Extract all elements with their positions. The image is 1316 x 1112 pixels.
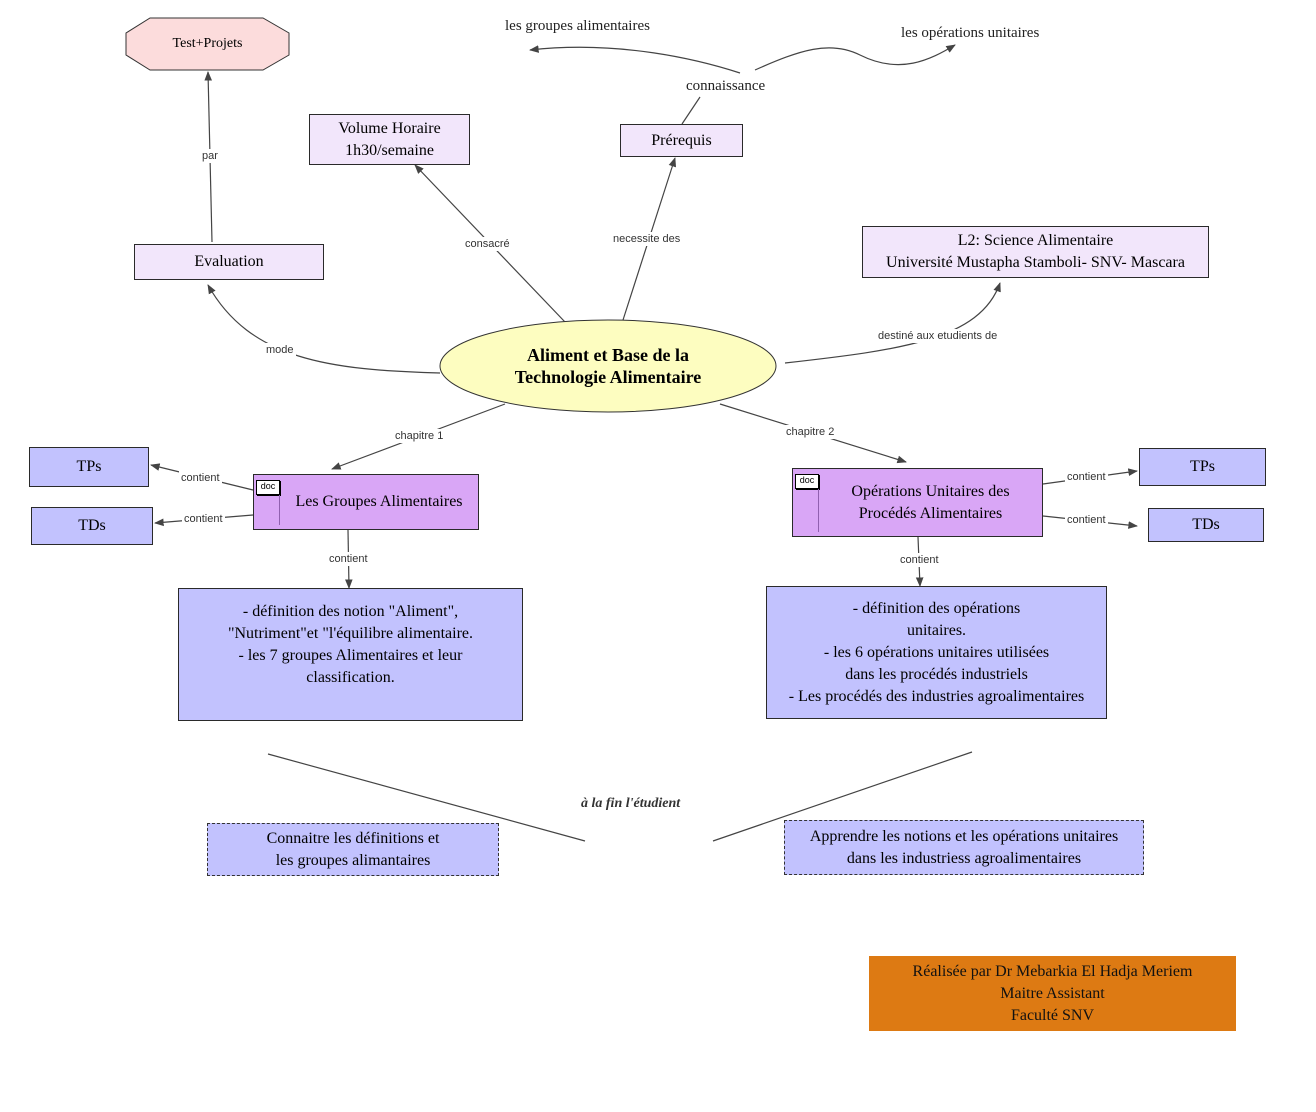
doc-separator [279,495,280,525]
node-tps-left[interactable]: TPs [29,447,149,487]
author-line1: Réalisée par Dr Mebarkia El Hadja Meriem [912,962,1193,980]
content-left-line1: - définition des notion "Aliment", [242,603,459,620]
node-l2-line1: L2: Science Alimentaire [957,232,1114,249]
outcome-left-line2: les groupes alimantaires [275,851,431,869]
outcome-right-line2: dans les industriess agroalimentaires [846,849,1082,867]
node-groupes-alimentaires[interactable]: doc Les Groupes Alimentaires [253,474,479,530]
node-tps-right-label: TPs [1190,458,1215,475]
node-author[interactable]: Réalisée par Dr Mebarkia El Hadja Meriem… [869,956,1236,1031]
node-content-right[interactable]: - définition des opérations unitaires. -… [766,586,1107,719]
node-outcome-left[interactable]: Connaitre les définitions et les groupes… [207,823,499,876]
content-left-line3: - les 7 groupes Alimentaires et leur [238,647,463,664]
node-tds-left-label: TDs [78,517,106,534]
label-contient-tps-right: contient [1065,470,1108,484]
node-volume-horaire[interactable]: Volume Horaire 1h30/semaine [309,114,470,165]
label-contient-down-left: contient [327,552,370,566]
label-necessite: necessite des [611,232,683,246]
node-evaluation[interactable]: Evaluation [134,244,324,280]
node-central[interactable]: Aliment et Base de la Technologie Alimen… [440,320,776,412]
doc-icon[interactable]: doc [256,480,280,495]
node-tds-right[interactable]: TDs [1148,508,1264,542]
node-central-line1: Aliment et Base de la [527,345,689,365]
doc-icon[interactable]: doc [795,474,819,489]
node-operations-line2: Procédés Alimentaires [858,504,1003,522]
node-tps-right[interactable]: TPs [1139,448,1266,486]
link-connaissance-right [754,44,956,71]
node-tds-right-label: TDs [1192,516,1220,533]
node-evaluation-label: Evaluation [194,253,264,270]
content-right-line3: - les 6 opérations unitaires utilisées [823,643,1050,661]
node-tps-left-label: TPs [76,458,102,475]
node-volume-horaire-line2: 1h30/semaine [345,141,434,159]
content-left-line4: classification. [306,669,395,686]
content-right-line2: unitaires. [906,621,967,639]
text-groupes-alimentaires[interactable]: les groupes alimentaires [505,18,650,34]
text-connaissance[interactable]: connaissance [685,77,767,95]
text-operations-unitaires[interactable]: les opérations unitaires [901,25,1040,41]
author-line2: Maitre Assistant [1000,984,1105,1002]
outcome-right-line1: Apprendre les notions et les opérations … [809,827,1119,845]
node-prerequis[interactable]: Prérequis [620,124,743,157]
author-line3: Faculté SNV [1010,1006,1095,1024]
label-contient-tds-right: contient [1065,513,1108,527]
node-operations-unitaires[interactable]: doc Opérations Unitaires des Procédés Al… [792,468,1043,537]
node-l2-line2: Université Mustapha Stamboli- SNV- Masca… [886,254,1185,271]
label-consacre: consacré [463,237,512,251]
content-right-line4: dans les procédés industriels [845,665,1028,683]
label-destine: destiné aux etudients de [876,329,1000,343]
link-connaissance-left [529,45,741,74]
node-test-projets-label: Test+Projets [172,36,243,51]
outcome-left-line1: Connaitre les définitions et [266,829,440,847]
node-test-projets[interactable]: Test+Projets [126,18,289,70]
link-fin-right [712,751,973,842]
label-contient-tds-left: contient [182,512,225,526]
node-operations-line1: Opérations Unitaires des [851,482,1010,500]
label-chapitre1: chapitre 1 [393,429,446,443]
doc-separator [818,489,819,532]
label-mode: mode [264,343,296,357]
node-central-line2: Technologie Alimentaire [514,367,702,387]
content-right-line5: - Les procédés des industries agroalimen… [788,687,1085,705]
node-content-left[interactable]: - définition des notion "Aliment", "Nutr… [178,588,523,721]
central-ellipse [439,319,777,413]
label-par: par [200,149,220,163]
node-tds-left[interactable]: TDs [31,507,153,545]
label-contient-tps-left: contient [179,471,222,485]
text-fin-etudiant[interactable]: à la fin l'étudient [581,796,681,811]
link-destine [784,282,1001,364]
node-prerequis-label: Prérequis [651,131,712,149]
node-outcome-right[interactable]: Apprendre les notions et les opérations … [784,820,1144,875]
label-chapitre2: chapitre 2 [784,425,837,439]
label-contient-down-right: contient [898,553,941,567]
node-l2[interactable]: L2: Science Alimentaire Université Musta… [862,226,1209,278]
content-right-line1: - définition des opérations [852,599,1021,617]
test-projets-shape [125,17,290,71]
node-volume-horaire-line1: Volume Horaire [338,119,441,137]
content-left-line2: "Nutriment"et "l'équilibre alimentaire. [227,625,474,642]
link-fin-left [267,753,586,842]
link-mode [207,284,441,374]
node-groupes-label: Les Groupes Alimentaires [295,493,463,510]
link-prerequis-connaissance [681,96,701,125]
